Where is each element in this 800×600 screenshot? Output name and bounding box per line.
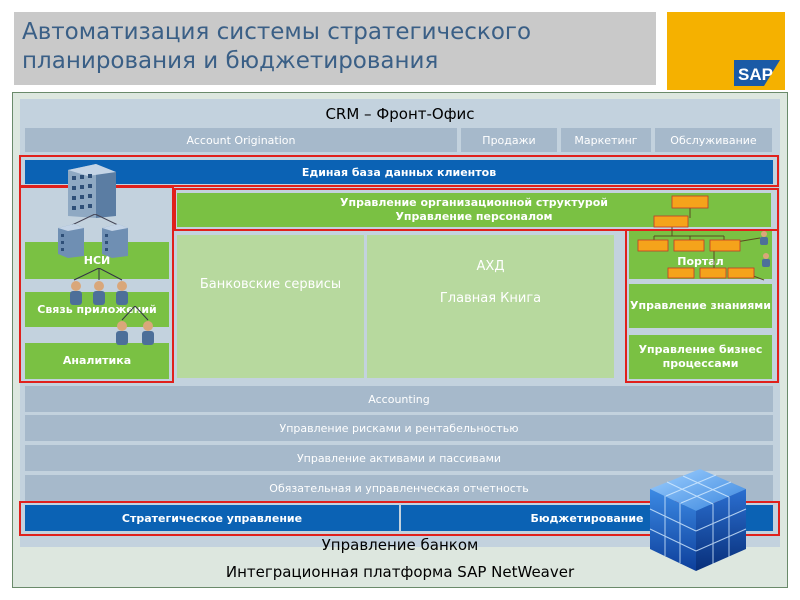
server-icon bbox=[100, 222, 130, 258]
crm-title: CRM – Фронт-Офис bbox=[20, 102, 780, 126]
people-icon bbox=[110, 306, 160, 346]
strategic-management: Стратегическое управление bbox=[25, 505, 399, 531]
general-ledger-label: Главная Книга bbox=[440, 291, 541, 306]
layer-accounting: Accounting bbox=[25, 386, 773, 412]
crm-tab-sales: Продажи bbox=[461, 128, 557, 152]
red-outline-db bbox=[19, 155, 779, 187]
people-icon bbox=[64, 268, 134, 308]
building-icon bbox=[62, 160, 120, 222]
cube-icon bbox=[648, 467, 748, 573]
ahd-label: АХД bbox=[477, 259, 505, 274]
banking-services-label: Банковские сервисы bbox=[200, 277, 341, 378]
crm-tab-marketing: Маркетинг bbox=[561, 128, 651, 152]
ahd-block: АХД Главная Книга bbox=[367, 235, 614, 378]
server-icon bbox=[56, 222, 86, 258]
crm-tab-service: Обслуживание bbox=[655, 128, 772, 152]
crm-tab-account-origination: Account Origination bbox=[25, 128, 457, 152]
org-chart-icon bbox=[636, 194, 776, 284]
sap-logo: SAP bbox=[734, 60, 780, 86]
svg-text:SAP: SAP bbox=[738, 65, 773, 84]
layer-risk-profitability: Управление рисками и рентабельностью bbox=[25, 415, 773, 441]
banking-services-block: Банковские сервисы bbox=[177, 235, 364, 378]
page-title: Автоматизация системы стратегического пл… bbox=[22, 18, 652, 76]
